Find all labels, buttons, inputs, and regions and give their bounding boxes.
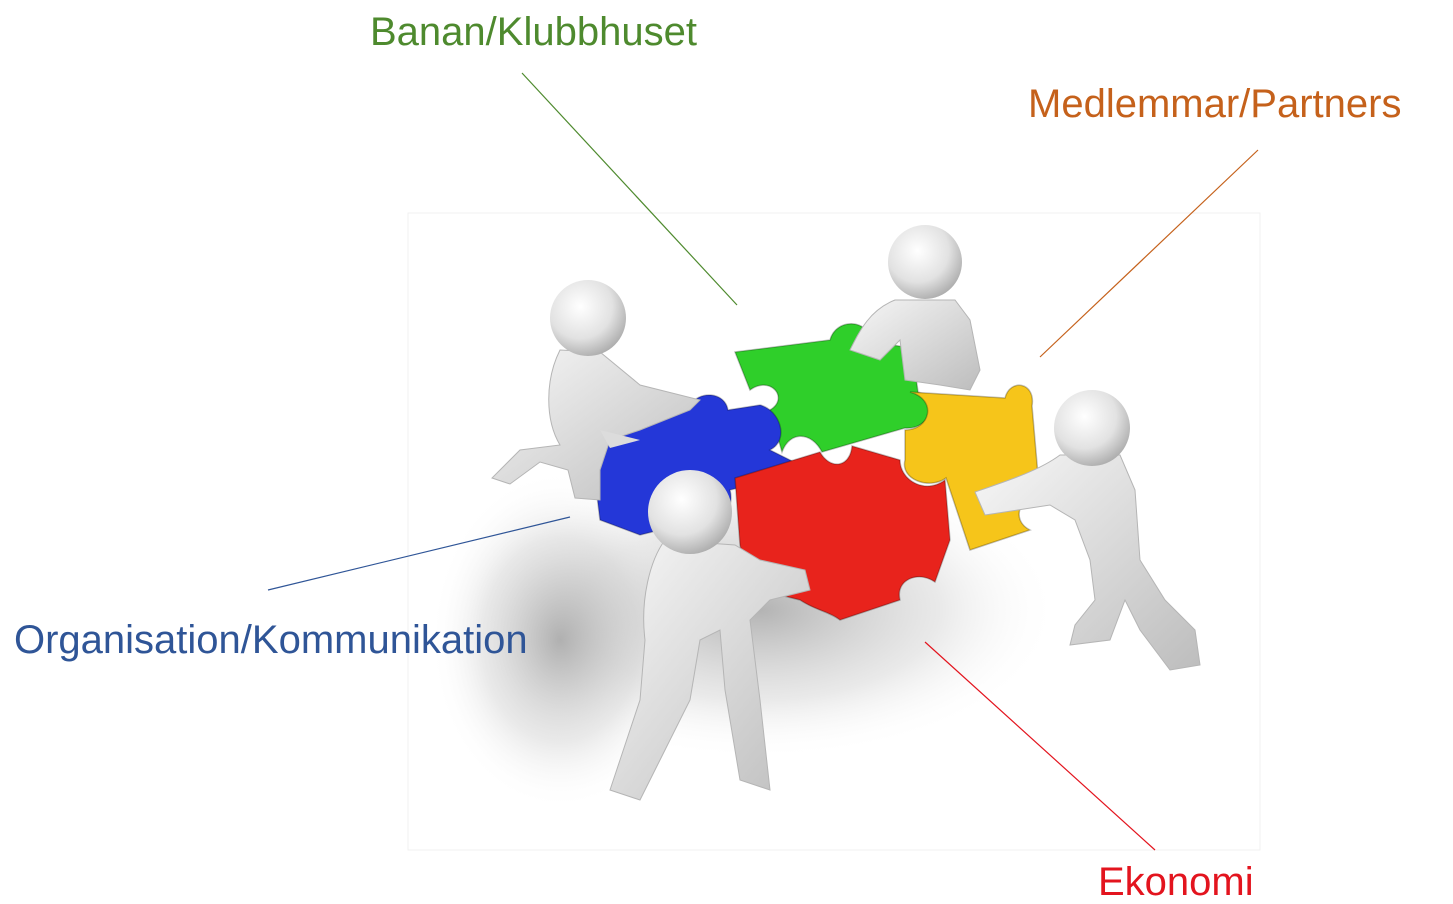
figure-right xyxy=(974,390,1201,671)
leader-line-blue xyxy=(267,516,571,591)
label-medlemmar-partners: Medlemmar/Partners xyxy=(1028,82,1402,126)
label-ekonomi: Ekonomi xyxy=(1098,860,1254,904)
floor-shadow-left xyxy=(430,470,690,810)
figure-back-left xyxy=(491,280,701,501)
figure-back-right xyxy=(849,225,981,391)
leader-line-red xyxy=(924,641,1156,851)
figure-front-left xyxy=(609,470,811,801)
leader-line-orange xyxy=(1039,149,1259,358)
label-organisation-kommunikation: Organisation/Kommunikation xyxy=(14,618,528,662)
leader-line-green xyxy=(521,72,738,306)
label-banan-klubbhuset: Banan/Klubbhuset xyxy=(370,10,697,54)
